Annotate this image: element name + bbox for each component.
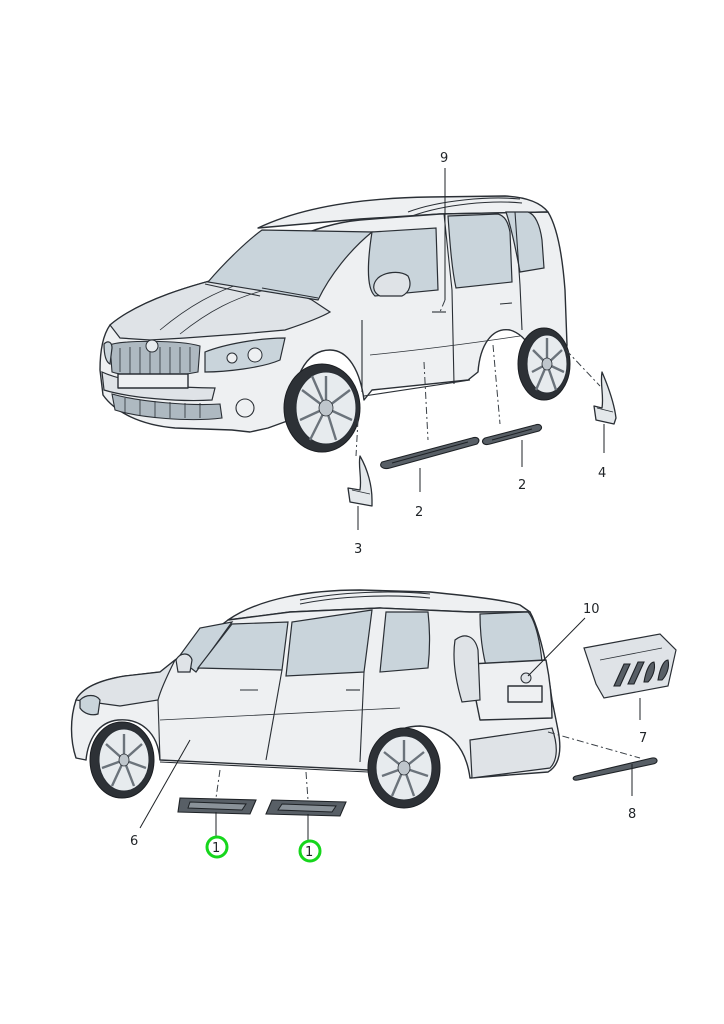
callout-4: 4	[598, 466, 606, 481]
side-moulding-front	[380, 436, 480, 470]
callout-1-front: 1	[212, 841, 220, 856]
highlight-ring-1b	[298, 839, 322, 863]
mud-flap-front	[347, 455, 373, 507]
highlight-ring-1a	[205, 835, 229, 859]
callout-7: 7	[639, 731, 647, 746]
rear-bumper-strip	[572, 757, 658, 781]
callout-6: 6	[130, 834, 138, 849]
car-rear-view	[70, 589, 561, 809]
callout-9: 9	[440, 151, 448, 166]
bumper-protection-plate	[583, 633, 677, 699]
mud-flap-rear	[593, 371, 617, 425]
sill-plate-rear	[265, 799, 347, 817]
callout-3: 3	[354, 542, 362, 557]
sill-plate-front	[177, 797, 257, 815]
callout-10: 10	[583, 602, 600, 617]
callout-1-rear: 1	[305, 845, 313, 860]
car-front-view	[99, 195, 571, 453]
side-moulding-rear	[481, 424, 543, 445]
callout-2-front: 2	[415, 505, 423, 520]
callout-8: 8	[628, 807, 636, 822]
callout-2-rear: 2	[518, 478, 526, 493]
